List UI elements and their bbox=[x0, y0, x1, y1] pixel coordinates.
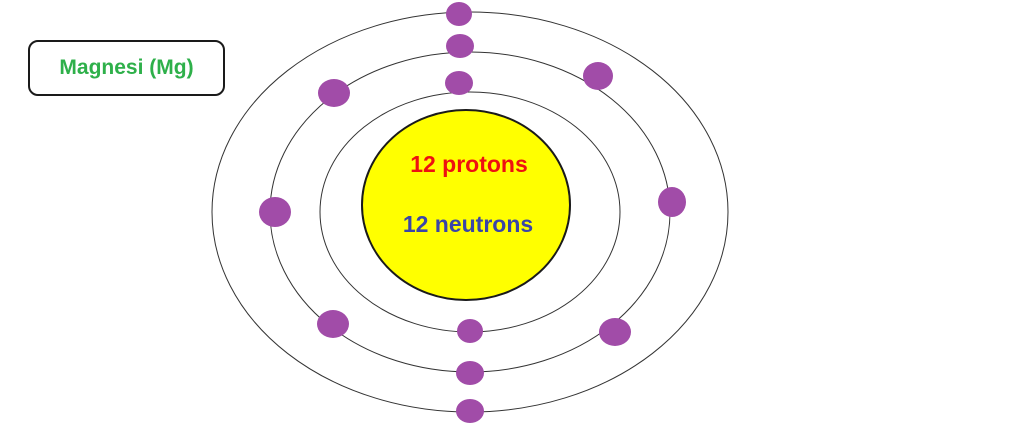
electron-shell-3 bbox=[446, 2, 472, 26]
electron-shell-1 bbox=[445, 71, 473, 95]
element-title-box: Magnesi (Mg) bbox=[28, 40, 225, 96]
protons-label: 12 protons bbox=[410, 151, 528, 177]
electron-shell-3 bbox=[456, 399, 484, 423]
electron-shell-2 bbox=[599, 318, 631, 346]
nucleus bbox=[361, 109, 571, 301]
electron-shell-2 bbox=[456, 361, 484, 385]
element-title: Magnesi (Mg) bbox=[59, 56, 194, 79]
electron-shell-1 bbox=[457, 319, 483, 343]
electron-shell-2 bbox=[259, 197, 291, 227]
electron-shell-2 bbox=[658, 187, 686, 217]
electron-shell-2 bbox=[318, 79, 350, 107]
electron-shell-2 bbox=[317, 310, 349, 338]
electron-shell-2 bbox=[446, 34, 474, 58]
electron-shell-2 bbox=[583, 62, 613, 90]
neutrons-label: 12 neutrons bbox=[403, 211, 533, 237]
